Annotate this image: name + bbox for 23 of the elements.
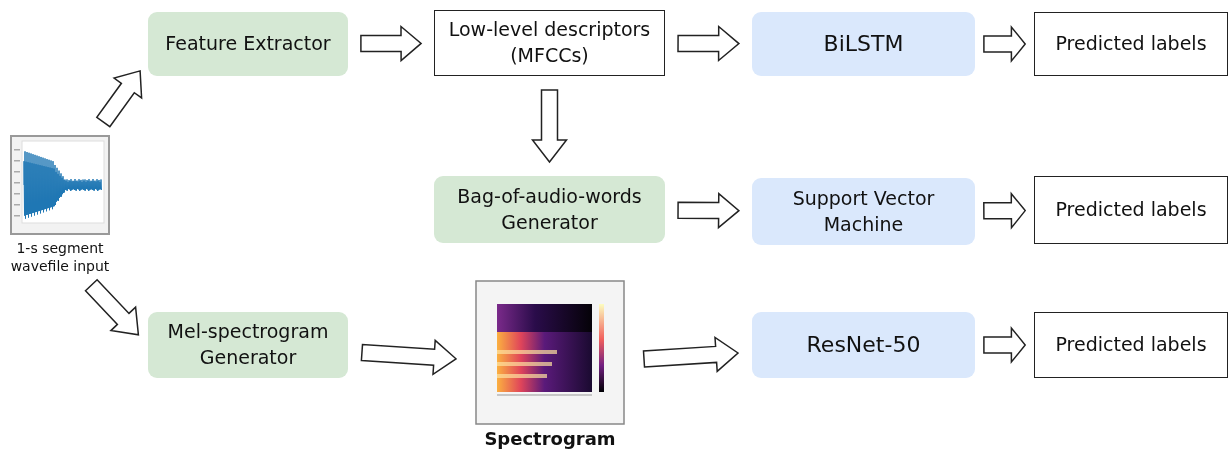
block-arrow bbox=[360, 24, 423, 63]
block-arrow bbox=[677, 192, 741, 230]
block-arrow bbox=[983, 24, 1027, 64]
model-box: BiLSTM bbox=[752, 12, 975, 76]
block-arrow bbox=[677, 24, 741, 63]
process-box: Feature Extractor bbox=[148, 12, 348, 76]
model-box: ResNet-50 bbox=[752, 312, 975, 378]
block-arrow bbox=[642, 335, 740, 373]
block-arrow bbox=[95, 69, 143, 128]
data-box: Predicted labels bbox=[1034, 312, 1228, 378]
data-box: Predicted labels bbox=[1034, 12, 1228, 76]
block-arrow bbox=[84, 278, 140, 336]
image-caption: Spectrogram bbox=[483, 427, 617, 450]
block-arrow bbox=[360, 338, 458, 376]
block-arrow bbox=[983, 325, 1027, 365]
block-arrow bbox=[530, 89, 569, 164]
process-box: Mel-spectrogram Generator bbox=[148, 312, 348, 378]
input-caption: 1-s segment wavefile input bbox=[9, 240, 111, 275]
block-arrow bbox=[983, 191, 1027, 230]
data-box: Low-level descriptors (MFCCs) bbox=[434, 10, 665, 76]
model-box: Support Vector Machine bbox=[752, 178, 975, 245]
data-box: Predicted labels bbox=[1034, 176, 1228, 244]
process-box: Bag-of-audio-words Generator bbox=[434, 176, 665, 243]
